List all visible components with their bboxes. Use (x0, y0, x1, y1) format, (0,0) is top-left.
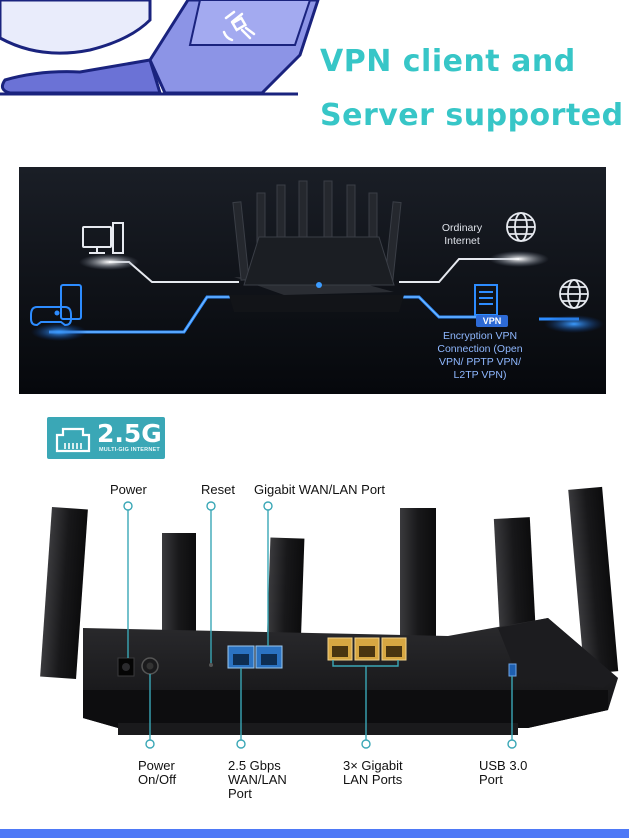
headline-line-2: Server supported (320, 98, 624, 133)
vpn-tag: VPN (482, 316, 502, 326)
lan-ports (327, 637, 407, 661)
vpn-diagram: Ordinary Internet VPN Encryption VPN Con… (19, 167, 606, 394)
label-usb: USB 3.0 Port (479, 758, 528, 787)
encryption-vpn-text: Encryption VPN Connection (Open VPN/ PPT… (437, 330, 523, 381)
ordinary-internet-label: Ordinary Internet (441, 222, 483, 247)
gaming-console-icon (30, 284, 82, 327)
label-power-onoff: Power On/Off (138, 758, 177, 787)
top-illustration (0, 0, 320, 100)
label-lan-ports: 3× Gigabit LAN Ports (343, 758, 403, 787)
router-back-view: Power Reset Gigabit WAN/LAN Port Power O… (28, 478, 628, 810)
satellite-icon (218, 8, 258, 44)
label-wan-2-5: 2.5 Gbps WAN/LAN Port (228, 758, 287, 801)
globe-icon-vpn (559, 279, 589, 309)
desktop-computer-icon (82, 222, 124, 254)
label-reset: Reset (201, 482, 235, 497)
multi-gig-badge: 2.5G MULTI-GIG INTERNET (47, 417, 165, 459)
router-silhouette (229, 180, 404, 312)
label-power: Power (110, 482, 147, 497)
ethernet-port-icon (53, 423, 93, 453)
wan-ports (227, 645, 283, 669)
globe-icon (506, 212, 536, 242)
badge-value: 2.5G (97, 419, 162, 448)
badge-subtitle: MULTI-GIG INTERNET (99, 447, 160, 453)
bottom-accent-bar (0, 829, 629, 838)
headline-line-1: VPN client and (320, 44, 576, 79)
label-gigabit-wan-lan: Gigabit WAN/LAN Port (254, 482, 386, 497)
